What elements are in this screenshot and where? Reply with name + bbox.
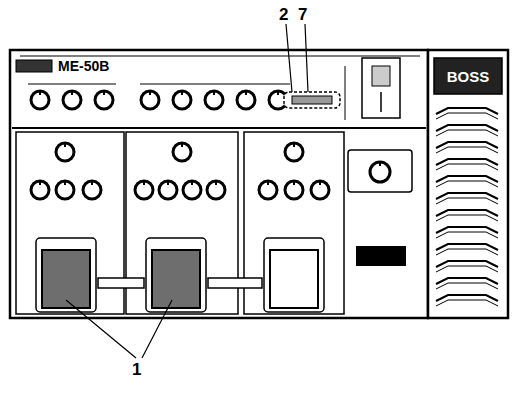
housing [10, 50, 428, 318]
knob [63, 91, 81, 109]
knob-pointer [379, 162, 381, 166]
knob-pointer [167, 181, 169, 185]
callout-number: 1 [132, 361, 141, 378]
leader-line [142, 300, 172, 358]
footswitch [152, 250, 200, 308]
knob-pointer [64, 181, 66, 185]
knob-pointer [245, 91, 247, 95]
knob-group-line [28, 84, 116, 85]
knob-pointer [215, 181, 217, 185]
knob [95, 91, 113, 109]
expression-pedal [428, 50, 508, 318]
knob [83, 181, 101, 199]
knob-pointer [267, 181, 269, 185]
knob [31, 181, 49, 199]
knob [56, 181, 74, 199]
knob-pointer [39, 91, 41, 95]
knob [159, 181, 177, 199]
leader-line [286, 24, 292, 92]
knob-pointer [64, 143, 66, 147]
knob-pointer [181, 143, 183, 147]
pedal-ridge [436, 164, 498, 170]
pedal-ridge [436, 130, 498, 136]
knob [205, 91, 223, 109]
knob-pointer [103, 91, 105, 95]
knob-pointer [293, 181, 295, 185]
pedal-frame [36, 238, 96, 312]
logo-block [16, 60, 52, 72]
knob [173, 143, 191, 161]
knob-pointer [143, 181, 145, 185]
button-area [284, 92, 340, 108]
pedal-ridge [436, 283, 498, 289]
knob [285, 143, 303, 161]
selector-track [380, 92, 382, 112]
leader-line [305, 24, 308, 92]
footswitch [270, 250, 318, 308]
callout-number: 7 [298, 6, 307, 23]
knob [370, 162, 390, 182]
pedal-ridge [436, 300, 498, 306]
link-bar [98, 278, 144, 288]
knob-pointer [39, 181, 41, 185]
knob-pointer [319, 181, 321, 185]
knob [141, 91, 159, 109]
pedal-ridge [436, 198, 498, 204]
knob [207, 181, 225, 199]
footswitch [42, 250, 90, 308]
pedal-ridge [436, 181, 498, 187]
leader-line [66, 300, 136, 358]
indicator [292, 96, 332, 104]
pedal-ridge [436, 232, 498, 238]
panel-divider [12, 127, 426, 129]
knob [135, 181, 153, 199]
knob [285, 181, 303, 199]
control-box [348, 150, 412, 192]
knob-pointer [71, 91, 73, 95]
knob-pointer [149, 91, 151, 95]
knob-pointer [181, 91, 183, 95]
pedal-frame [264, 238, 324, 312]
knob [183, 181, 201, 199]
pedal-ridge [436, 113, 498, 119]
selector-slider [372, 66, 390, 86]
knob-pointer [213, 91, 215, 95]
knob [56, 143, 74, 161]
knob-pointer [91, 181, 93, 185]
pedal-ridge [436, 215, 498, 221]
knob-pointer [277, 91, 279, 95]
knob [311, 181, 329, 199]
pedal-frame [146, 238, 206, 312]
panel-edge [20, 56, 420, 57]
logo-plate [434, 58, 502, 94]
panel-line [345, 66, 346, 120]
badge [356, 246, 406, 266]
mode-selector [362, 58, 400, 118]
knob [173, 91, 191, 109]
pedal-ridge [436, 266, 498, 272]
pedal-ridge [436, 249, 498, 255]
knob [237, 91, 255, 109]
knob [31, 91, 49, 109]
knob [259, 181, 277, 199]
link-bar [208, 278, 262, 288]
pedal-ridge [436, 147, 498, 153]
brand-logo: BOSS [447, 69, 490, 84]
knob-group-line [140, 84, 290, 85]
knob-pointer [293, 143, 295, 147]
model-name: ME-50B [58, 59, 109, 73]
callout-number: 2 [279, 6, 288, 23]
knob-pointer [191, 181, 193, 185]
